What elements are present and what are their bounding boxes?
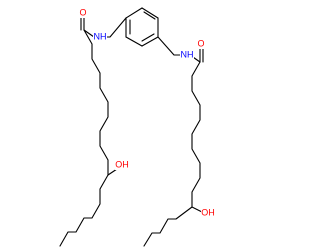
chemical-structure-diagram: O NH O NH OH OH [59, 7, 215, 247]
label-bg [180, 50, 194, 60]
ring-inner-double-bond [143, 11, 156, 20]
ring-inner-double-bond [141, 33, 155, 42]
chain-1-bonds [59, 29, 109, 247]
ring-bond [125, 36, 143, 47]
label-bg [201, 208, 215, 218]
label-bg [93, 32, 107, 42]
ring-bond [141, 7, 159, 19]
ring-bond [125, 7, 143, 19]
amide-oxygen-label-1: O [79, 7, 86, 17]
chain-2 [143, 36, 205, 247]
atom-labels: O NH O NH OH OH [79, 7, 215, 218]
benzene-ring [125, 7, 159, 47]
ring-bond [141, 36, 159, 47]
amide-oxygen-label-2: O [197, 38, 204, 48]
label-bg [79, 8, 88, 18]
hydroxyl-label-2: OH [201, 207, 215, 217]
amide-nh-label-2: NH [181, 49, 194, 59]
chain-1-bonds [83, 29, 95, 38]
label-bg [197, 39, 206, 49]
hydroxyl-label-1: OH [115, 159, 129, 169]
chain-2-bonds [157, 36, 184, 56]
chain-1 [59, 16, 127, 247]
amide-nh-label-1: NH [94, 31, 107, 41]
label-bg [115, 160, 129, 170]
chain-2-bonds [143, 61, 201, 247]
